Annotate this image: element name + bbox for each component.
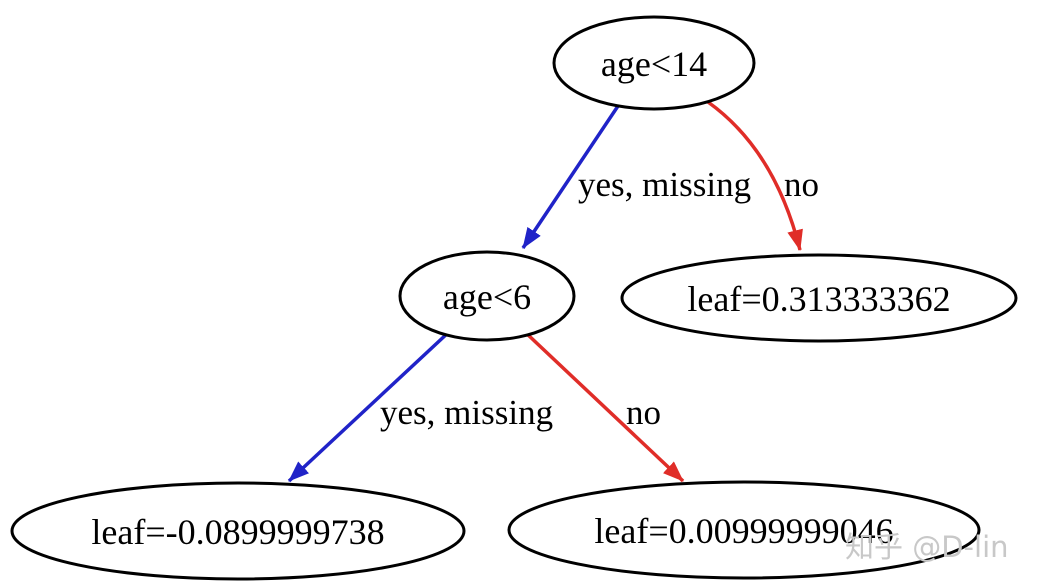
node-root-ellipse (552, 15, 756, 111)
edge-label-root-yes-missing: yes, missing (578, 165, 751, 204)
node-leaf-0313-ellipse (620, 253, 1018, 343)
node-leaf-0009-label: leaf=0.00999999046 (594, 511, 893, 551)
node-leaf-neg0089-ellipse (10, 481, 466, 581)
node-age6-label: age<6 (443, 277, 531, 317)
edge-root-yes-missing (521, 105, 620, 249)
edge-label-age6-no: no (626, 393, 661, 432)
node-leaf-neg0089-label: leaf=-0.0899999738 (91, 512, 384, 552)
node-leaf-0313: leaf=0.313333362 (620, 253, 1018, 343)
node-leaf-neg0089: leaf=-0.0899999738 (10, 481, 466, 581)
node-leaf-0009-ellipse (507, 480, 981, 580)
edge-root-no (706, 100, 803, 251)
edge-age6-no (524, 331, 685, 483)
watermark-text: 知乎 @D-lin (845, 530, 1009, 564)
node-age6: age<6 (398, 250, 576, 342)
node-root-label: age<14 (601, 44, 707, 84)
edge-label-age6-yes-missing: yes, missing (380, 393, 553, 432)
node-leaf-0009: leaf=0.00999999046 (507, 480, 981, 580)
node-age6-ellipse (398, 250, 576, 342)
node-leaf-0313-label: leaf=0.313333362 (687, 279, 950, 319)
edge-label-root-no: no (784, 165, 819, 204)
node-root: age<14 (552, 15, 756, 111)
edge-age6-yes-missing (287, 329, 452, 483)
